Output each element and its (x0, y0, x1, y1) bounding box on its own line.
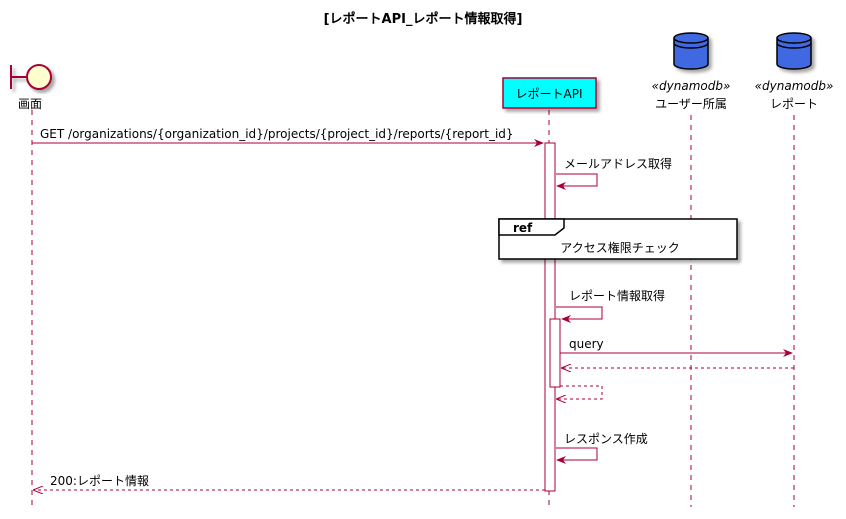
message-mail-arrow (556, 173, 598, 190)
message-response-label: 200:レポート情報 (50, 474, 149, 488)
database-icon-report (776, 32, 812, 70)
message-report-info-label: レポート情報取得 (569, 288, 665, 303)
message-report-info-return-arrow (557, 385, 603, 399)
activation-api-nested (549, 318, 561, 388)
message-mail-label: メールアドレス取得 (564, 156, 672, 171)
message-report-info-arrow (556, 306, 603, 323)
participant-api-box (502, 77, 597, 109)
participant-report-db-stereotype: «dynamodb» (755, 79, 834, 93)
ref-frame (498, 218, 738, 260)
participant-user-org-label: ユーザー所属 (655, 97, 727, 111)
ref-text: アクセス権限チェック (560, 240, 679, 255)
message-response-build-arrow (556, 447, 598, 464)
ref-tag: ref (513, 221, 533, 235)
diagram-title: [レポートAPI_レポート情報取得] (324, 11, 523, 27)
database-icon-user-org (673, 32, 709, 70)
participant-user-org-stereotype: «dynamodb» (652, 79, 731, 93)
participant-screen-label: 画面 (18, 97, 42, 111)
message-request-label: GET /organizations/{organization_id}/pro… (40, 127, 514, 141)
boundary-icon (10, 64, 52, 90)
participant-report-db-label: レポート (770, 97, 818, 111)
message-query-label: query (569, 337, 604, 351)
message-response-build-label: レスポンス作成 (564, 432, 648, 446)
participant-api-label: レポートAPI (516, 87, 583, 101)
activation-api (544, 142, 556, 492)
